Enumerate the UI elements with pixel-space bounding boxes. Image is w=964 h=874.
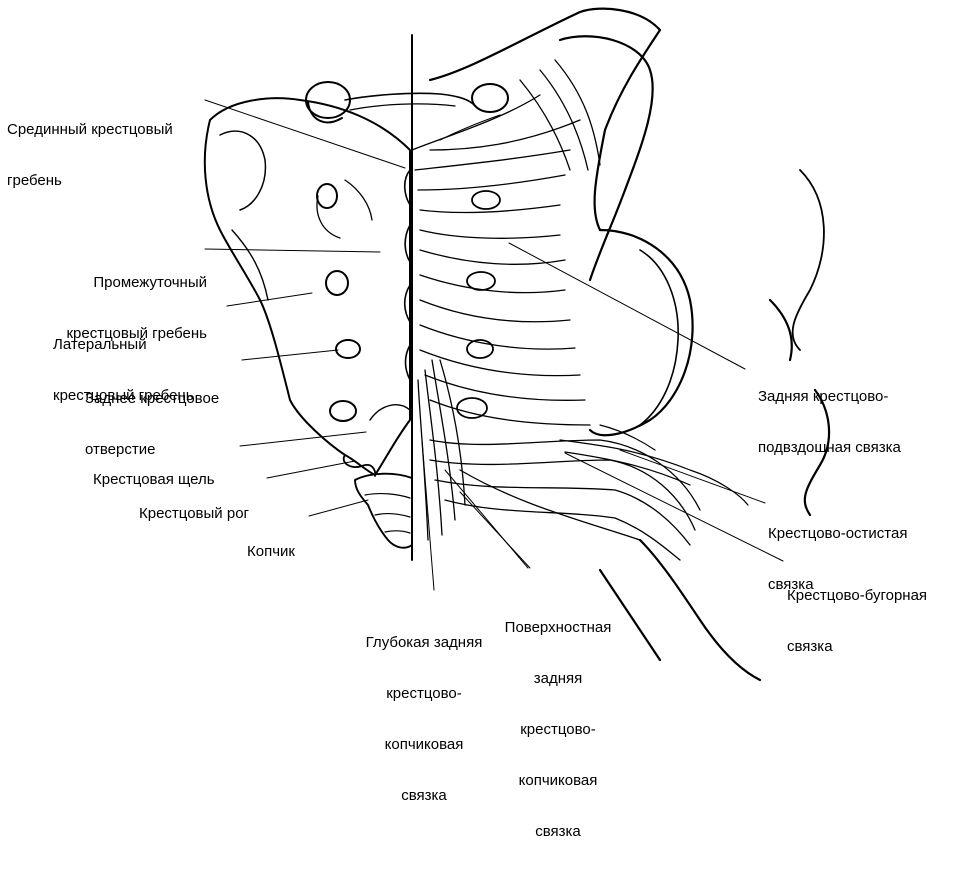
label-line: подвздошная связка bbox=[758, 439, 901, 456]
sacrospinous-ligament bbox=[559, 424, 749, 506]
sacrum-bone bbox=[203, 81, 509, 477]
label-line: Промежуточный bbox=[93, 274, 207, 291]
label-intermediate-sacral-crest: Промежуточный крестцовый гребень bbox=[38, 240, 207, 376]
label-line: связка bbox=[787, 638, 833, 655]
label-line: Крестцово-бугорная bbox=[787, 587, 928, 604]
label-line: Срединный крестцовый bbox=[7, 121, 173, 138]
label-line: крестцово- bbox=[386, 685, 462, 702]
label-sacrotuberous-ligament: Крестцово-бугорная связка bbox=[787, 553, 927, 689]
label-line: Латеральный bbox=[53, 336, 147, 353]
label-line: Крестцовый рог bbox=[139, 505, 250, 522]
label-line: связка bbox=[535, 823, 581, 840]
label-coccyx: Копчик bbox=[247, 509, 295, 594]
label-line: Крестцовая щель bbox=[93, 471, 215, 488]
label-line: крестцовый гребень bbox=[53, 387, 194, 404]
label-line: копчиковая bbox=[384, 736, 464, 753]
label-posterior-sacral-foramen: Заднее крестцовое отверстие bbox=[85, 356, 219, 492]
label-deep-posterior-sacrococcygeal-ligament: Глубокая задняя крестцово- копчиковая св… bbox=[352, 600, 496, 838]
label-line: Копчик bbox=[247, 543, 295, 560]
posterior-sacroiliac-ligament bbox=[411, 59, 601, 426]
label-line: отверстие bbox=[85, 441, 156, 458]
label-posterior-sacroiliac-ligament: Задняя крестцово- подвздошная связка bbox=[758, 354, 901, 490]
anatomy-figure: Срединный крестцовый гребень Промежуточн… bbox=[7, 7, 927, 840]
sacrococcygeal-ligaments bbox=[417, 359, 466, 541]
label-line: Глубокая задняя bbox=[365, 634, 483, 651]
label-line: связка bbox=[401, 787, 447, 804]
label-line: Поверхностная bbox=[504, 619, 612, 636]
label-superficial-posterior-sacrococcygeal-ligament: Поверхностная задняя крестцово- копчиков… bbox=[496, 585, 620, 874]
label-line: Заднее крестцовое bbox=[85, 390, 220, 407]
label-line: крестцово- bbox=[520, 721, 596, 738]
label-sacral-horn: Крестцовый рог bbox=[139, 471, 249, 556]
label-line: гребень bbox=[7, 172, 62, 189]
label-lateral-sacral-crest: Латеральный крестцовый гребень bbox=[53, 302, 194, 438]
leader-lines bbox=[204, 99, 784, 591]
label-sacral-hiatus: Крестцовая щель bbox=[93, 437, 215, 522]
label-line: связка bbox=[768, 576, 814, 593]
sacrotuberous-ligament bbox=[429, 439, 701, 561]
label-line: крестцовый гребень bbox=[66, 325, 207, 342]
label-sacrospinous-ligament: Крестцово-остистая связка bbox=[768, 491, 907, 627]
label-line: Крестцово-остистая bbox=[768, 525, 908, 542]
label-line: задняя bbox=[533, 670, 583, 687]
label-line: Задняя крестцово- bbox=[758, 388, 889, 405]
label-median-sacral-crest: Срединный крестцовый гребень bbox=[7, 87, 173, 223]
ilium-outline bbox=[428, 7, 831, 682]
sacrum-ligaments-illustration bbox=[203, 7, 831, 682]
label-line: копчиковая bbox=[518, 772, 598, 789]
coccyx-bone bbox=[354, 472, 413, 549]
